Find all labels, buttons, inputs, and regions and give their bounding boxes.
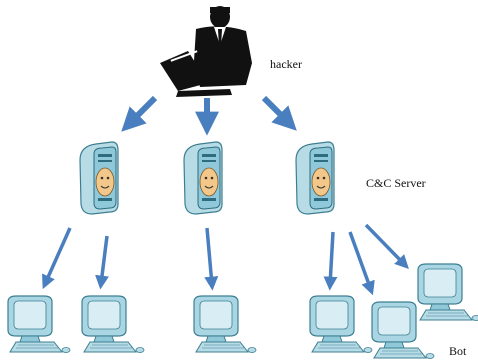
bot-4-icon [309,295,373,354]
server-1-icon [79,141,119,215]
arrow-server3-bot4 [323,231,338,291]
bot-3-icon [193,295,257,354]
arrow-hacker-server-1 [121,95,158,132]
server-2-icon [183,141,223,215]
hacker-to-server-arrows [121,95,297,136]
hacker-icon [160,6,252,97]
arrow-server1-bot1 [42,227,72,290]
bot-label: Bot [449,344,467,358]
arrow-server3-bot6 [364,223,409,270]
hacker-label: hacker [270,57,302,71]
arrow-server1-bot2 [95,235,109,290]
arrow-hacker-server-3 [261,95,297,131]
bot-5-icon [371,301,435,360]
bot-6-icon [417,263,478,322]
server-to-bot-arrows [42,223,409,296]
server-label: C&C Server [366,176,426,190]
arrow-server2-bot3 [204,227,219,291]
arrow-server3-bot5 [348,231,375,296]
bot-2-icon [81,295,145,354]
server-3-icon [295,141,335,215]
bot-1-icon [7,295,71,354]
